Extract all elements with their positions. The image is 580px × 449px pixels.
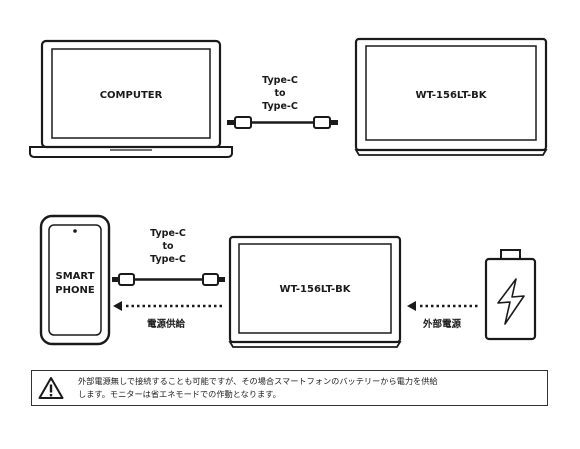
bottom-monitor-label: WT-156LT-BK <box>280 284 352 295</box>
battery-icon <box>484 249 537 341</box>
phone-label-line2: PHONE <box>55 285 95 296</box>
top-monitor-illustration <box>354 37 548 156</box>
bottom-cable-label-line3: Type-C <box>150 254 186 265</box>
phone-label-line1: SMART <box>56 271 95 282</box>
power-supply-arrow <box>113 301 222 311</box>
bottom-monitor-illustration <box>228 235 402 348</box>
top-cable-label-line3: Type-C <box>262 101 298 112</box>
power-supply-label: 電源供給 <box>147 318 186 330</box>
external-power-arrow <box>407 301 478 311</box>
bottom-cable-label-line1: Type-C <box>150 228 186 239</box>
bottom-usb-c-cable <box>112 273 225 286</box>
top-cable-label-line2: to <box>274 88 286 99</box>
bottom-cable-label-line2: to <box>162 241 174 252</box>
smartphone-illustration <box>39 214 111 346</box>
note-box: 外部電源無しで接続することも可能ですが、その場合スマートフォンのバッテリーから電… <box>31 370 548 406</box>
top-cable-label-line1: Type-C <box>262 75 298 86</box>
external-power-label: 外部電源 <box>422 318 462 330</box>
warning-icon <box>38 377 64 399</box>
laptop-illustration <box>29 39 233 158</box>
computer-label: COMPUTER <box>100 90 163 101</box>
top-monitor-label: WT-156LT-BK <box>416 90 488 101</box>
note-text: 外部電源無しで接続することも可能ですが、その場合スマートフォンのバッテリーから電… <box>78 375 543 401</box>
top-usb-c-cable <box>227 116 338 129</box>
note-line-1: 外部電源無しで接続することも可能ですが、その場合スマートフォンのバッテリーから電… <box>78 376 438 386</box>
note-line-2: します。モニターは省エネモードでの作動となります。 <box>78 389 281 399</box>
